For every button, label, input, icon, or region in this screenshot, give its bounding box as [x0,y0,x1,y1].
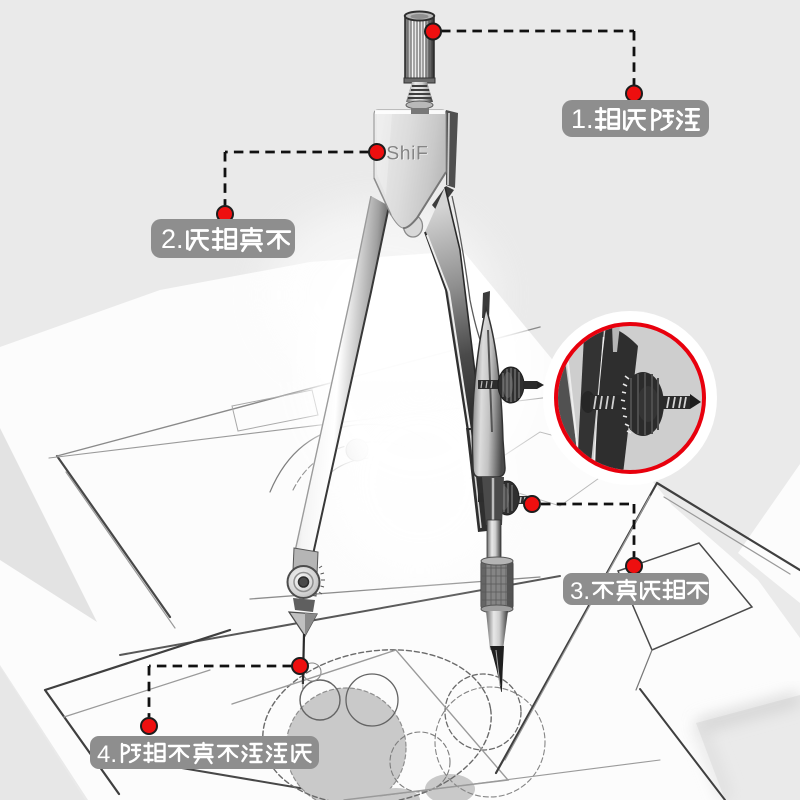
svg-text:ShiF: ShiF [387,143,429,165]
svg-text:4.: 4. [97,741,117,768]
svg-text:ShiF: ShiF [386,142,428,164]
svg-text:1.: 1. [571,104,594,134]
svg-text:3.: 3. [570,578,590,605]
svg-text:2.: 2. [161,224,184,254]
